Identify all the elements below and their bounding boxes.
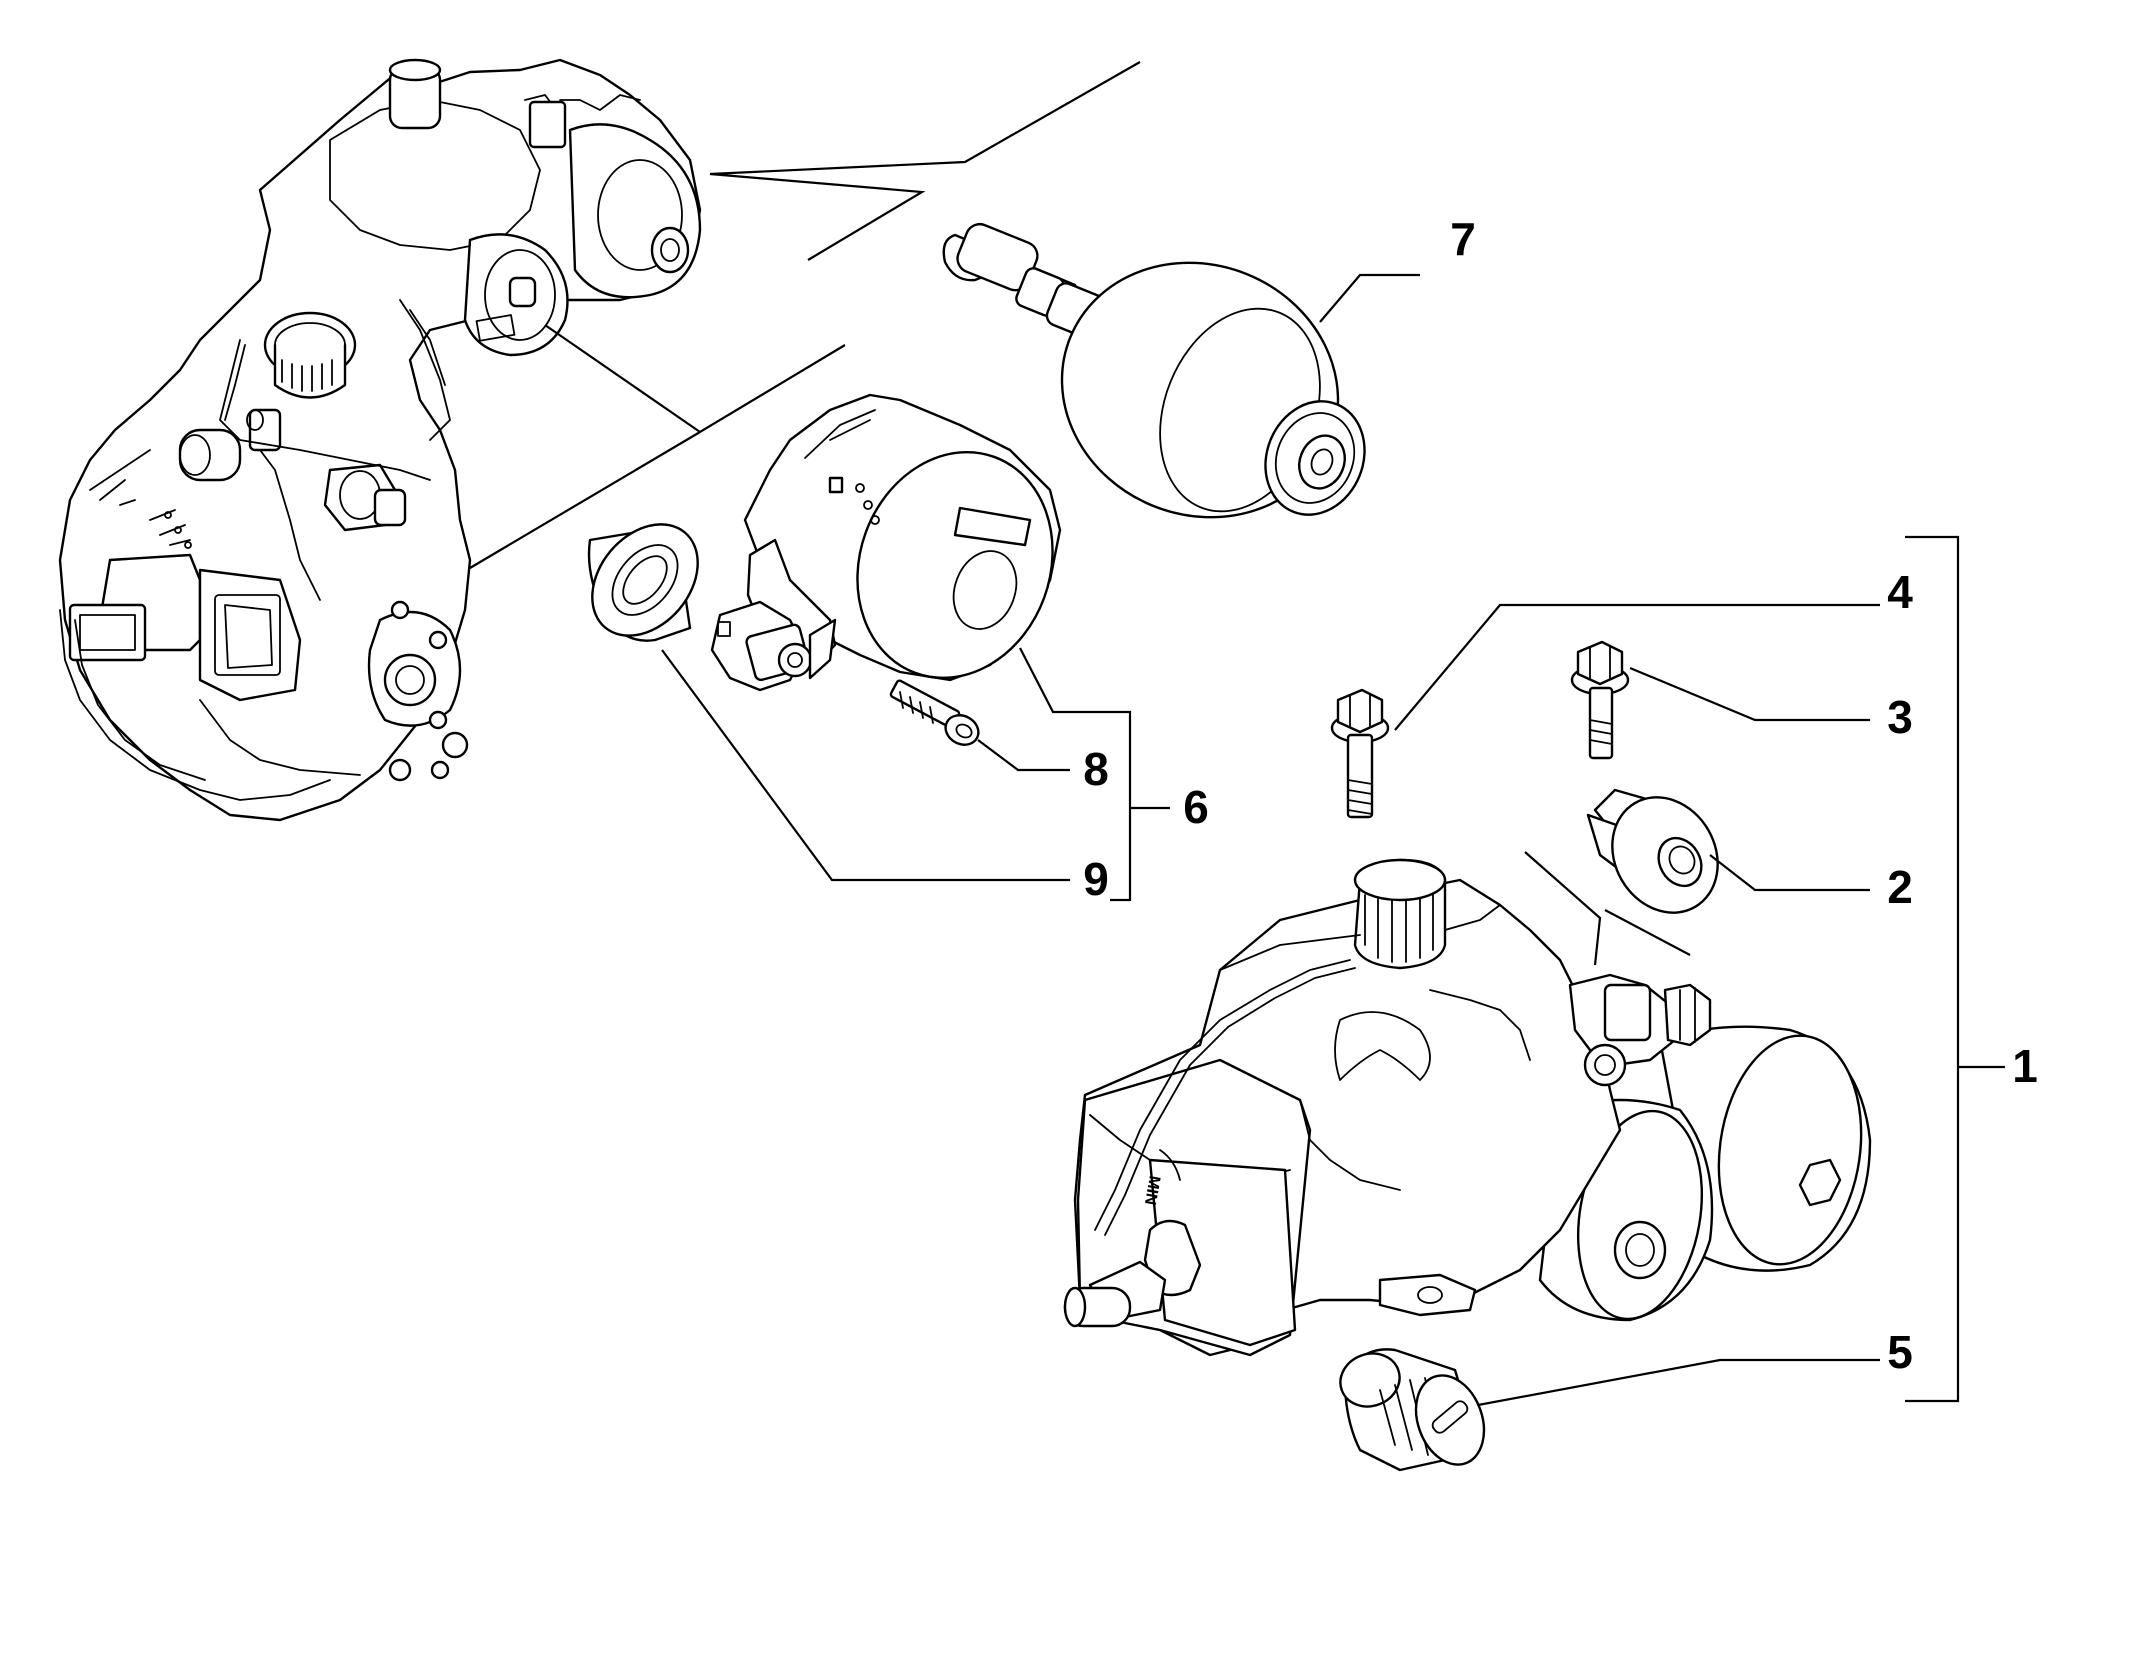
screw-part-8 xyxy=(889,679,980,746)
callout-8: 8 xyxy=(977,739,1109,795)
gearbox-assembly xyxy=(58,58,702,822)
callout-4: 4 xyxy=(1394,566,1913,731)
callout-8-label: 8 xyxy=(1083,743,1109,795)
callout-5-label: 5 xyxy=(1887,1326,1913,1378)
callout-7-label: 7 xyxy=(1450,213,1476,265)
callout-1-label: 1 xyxy=(2012,1040,2038,1092)
accumulator-sphere-part-7 xyxy=(942,222,1366,519)
rubber-bush-part-9 xyxy=(587,523,699,642)
callout-2: 2 xyxy=(1709,854,1913,913)
hydraulic-unit: MIN xyxy=(1063,851,1872,1357)
callout-5: 5 xyxy=(1477,1326,1913,1407)
bolt-part-3 xyxy=(1570,640,1630,760)
callout-2-label: 2 xyxy=(1887,861,1913,913)
callout-4-label: 4 xyxy=(1887,566,1913,618)
pump-motor-part-6 xyxy=(710,393,1062,692)
callout-6: 6 xyxy=(1019,647,1209,902)
filler-cap-part-5 xyxy=(1339,1348,1486,1472)
callout-7: 7 xyxy=(1319,213,1476,323)
reservoir-min-marking: MIN xyxy=(1141,1174,1163,1206)
callout-3: 3 xyxy=(1629,666,1913,743)
assembly-leader-lines xyxy=(469,61,1141,569)
callout-9: 9 xyxy=(661,649,1109,905)
callout-9-label: 9 xyxy=(1083,853,1109,905)
callout-3-label: 3 xyxy=(1887,691,1913,743)
callout-6-label: 6 xyxy=(1183,781,1209,833)
bolt-part-4 xyxy=(1330,688,1390,819)
clip-part-2 xyxy=(1586,788,1719,914)
callout-1: 1 xyxy=(1905,535,2038,1403)
